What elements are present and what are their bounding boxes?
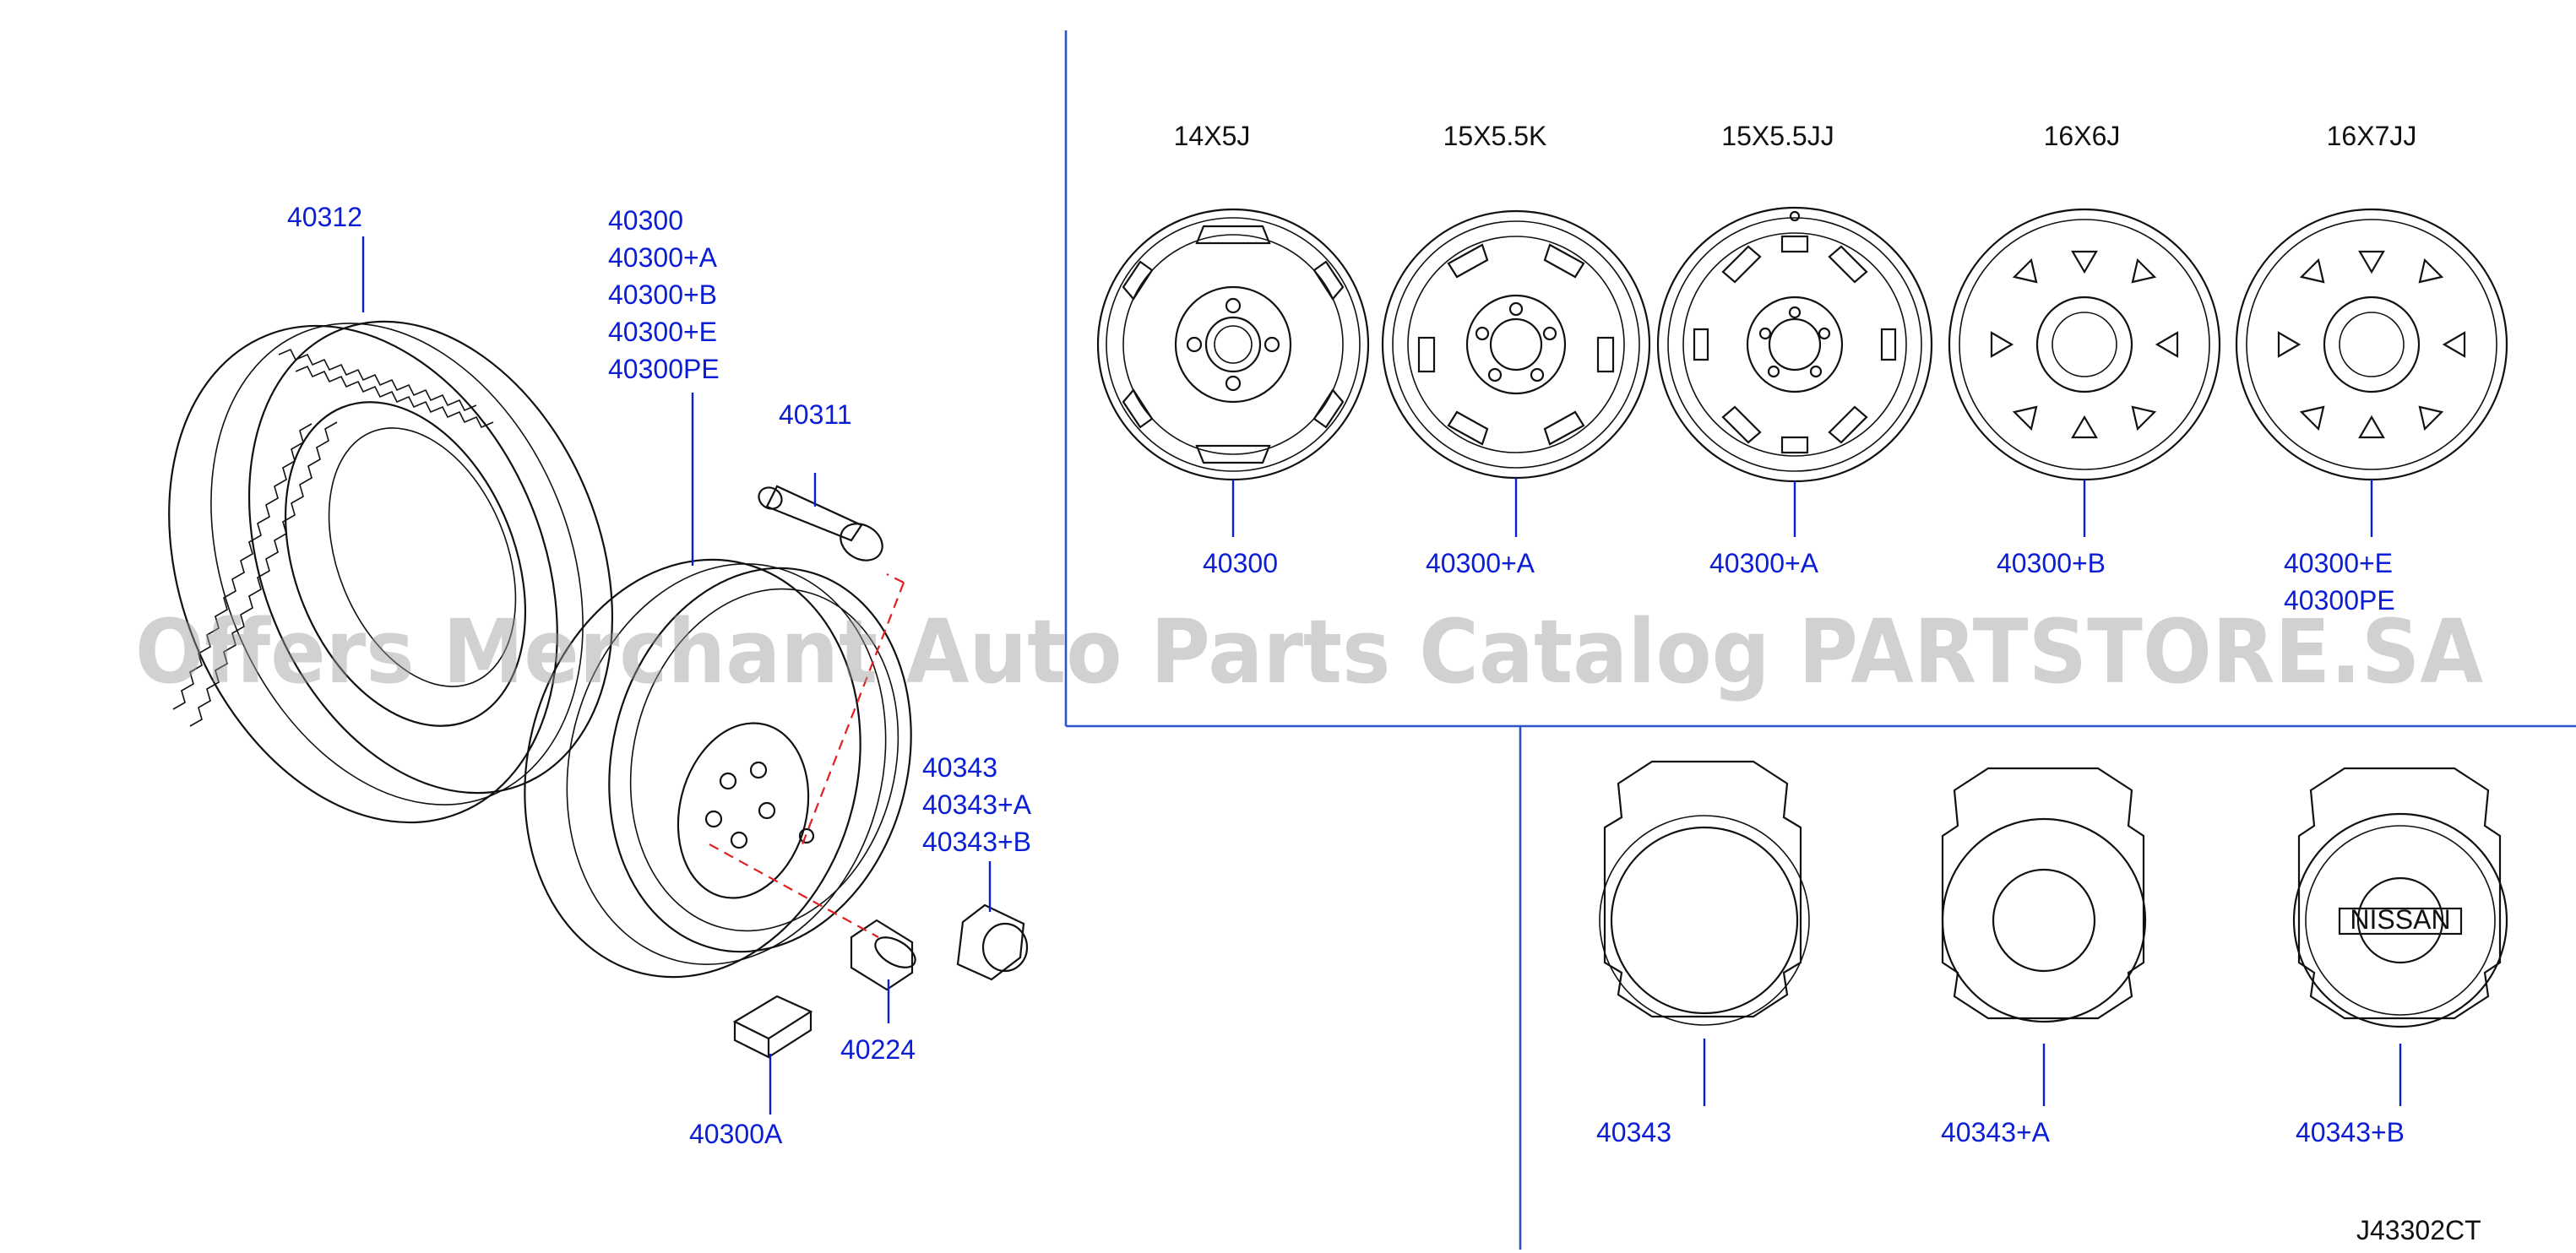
wheel-variant-1 (1096, 208, 1370, 481)
label-wheel-4: 40300PE (608, 354, 720, 384)
label-valve: 40311 (779, 399, 852, 430)
cap-label-2: 40343+A (1941, 1117, 2051, 1147)
center-cap-2 (1941, 767, 2147, 1106)
wheel-size-labels: 14X5J 15X5.5K 15X5.5JJ 16X6J 16X7JJ (1174, 121, 2417, 151)
label-cap-1: 40343+A (922, 789, 1032, 820)
center-cap-3: NISSAN (2292, 767, 2508, 1106)
wheel-part-labels: 40300 40300+A 40300+A 40300+B 40300+E 40… (1203, 548, 2395, 616)
wheel-label-5: 40300+E (2284, 548, 2393, 578)
wheel-size-5: 16X7JJ (2327, 121, 2417, 151)
label-wheel-2: 40300+B (608, 279, 717, 310)
left-leader-lines (361, 236, 992, 1115)
wheel-size-2: 15X5.5K (1443, 121, 1547, 151)
wheel-size-3: 15X5.5JJ (1721, 121, 1834, 151)
wheel-label-3: 40300+A (1709, 548, 1819, 578)
center-cap-1 (1599, 760, 1810, 1106)
cap-labels: 40343 40343+A 40343+B (1596, 1117, 2405, 1147)
center-caps: NISSAN (1599, 760, 2508, 1106)
label-wheel-1: 40300+A (608, 242, 718, 273)
wheel-variant-4 (1948, 208, 2221, 481)
wheel-variants (1096, 206, 2508, 483)
left-labels: 40312 40300 40300+A 40300+B 40300+E 4030… (287, 202, 1032, 1149)
label-nut: 40224 (840, 1034, 916, 1065)
valve-stem-drawing (758, 473, 883, 561)
nissan-emblem-text: NISSAN (2350, 904, 2450, 935)
wheel-variant-3 (1656, 206, 1933, 483)
watermark: Offers Merchant Auto Parts Catalog PARTS… (135, 600, 2483, 703)
wheel-label-1: 40300 (1203, 548, 1278, 578)
cap-label-1: 40343 (1596, 1117, 1671, 1147)
small-cap-drawing (956, 903, 1029, 981)
label-wheel-0: 40300 (608, 205, 683, 236)
wheel-weight-drawing (732, 995, 813, 1059)
label-wheel-3: 40300+E (608, 317, 717, 347)
cap-label-3: 40343+B (2296, 1117, 2405, 1147)
wheel-size-4: 16X6J (2044, 121, 2121, 151)
wheel-leader-lines (1231, 478, 2373, 537)
wheel-label-6: 40300PE (2284, 585, 2395, 616)
wheel-variant-5 (2235, 208, 2508, 481)
label-cap-0: 40343 (922, 752, 997, 783)
lug-nut-drawing (850, 919, 916, 991)
wheel-drawing (524, 558, 912, 979)
assembly-dashed-lines (709, 573, 905, 938)
wheel-variant-2 (1381, 209, 1651, 480)
diagram-code: J43302CT (2356, 1215, 2481, 1245)
label-weight: 40300A (689, 1119, 783, 1149)
tire-drawing (168, 320, 614, 824)
label-tire: 40312 (287, 202, 362, 232)
label-cap-2: 40343+B (922, 827, 1031, 857)
section-dividers (1064, 30, 2576, 1250)
wheel-label-4: 40300+B (1997, 548, 2106, 578)
wheel-size-1: 14X5J (1174, 121, 1251, 151)
wheel-label-2: 40300+A (1426, 548, 1535, 578)
